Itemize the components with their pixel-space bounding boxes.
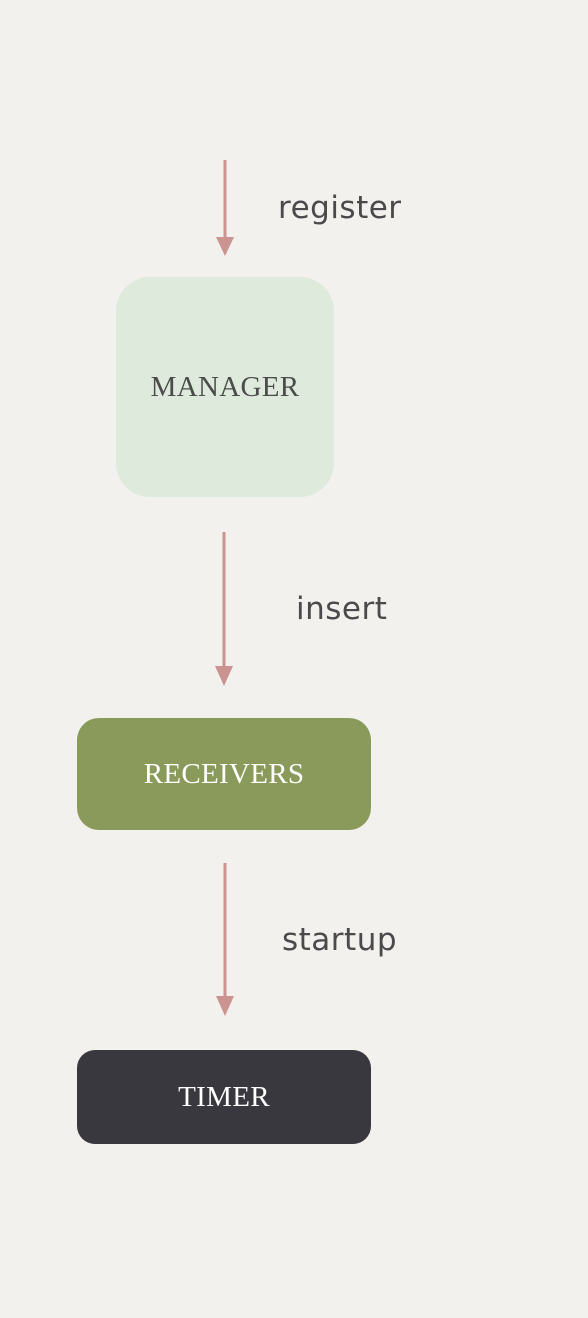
- node-receivers: RECEIVERS: [77, 718, 371, 830]
- arrow-register-head: [216, 237, 234, 256]
- edge-label-startup: startup: [282, 922, 398, 958]
- node-manager-label: MANAGER: [150, 370, 300, 403]
- node-receivers-label: RECEIVERS: [143, 757, 305, 790]
- arrow-insert: [215, 532, 233, 686]
- node-manager: MANAGER: [116, 277, 334, 497]
- edge-label-register: register: [278, 190, 402, 226]
- arrow-insert-head: [215, 666, 233, 686]
- arrow-startup-head: [216, 996, 234, 1016]
- edge-label-insert: insert: [296, 591, 388, 627]
- node-timer-label: TIMER: [178, 1080, 270, 1113]
- arrow-startup: [216, 863, 234, 1016]
- arrow-register: [216, 160, 234, 256]
- node-timer: TIMER: [77, 1050, 371, 1144]
